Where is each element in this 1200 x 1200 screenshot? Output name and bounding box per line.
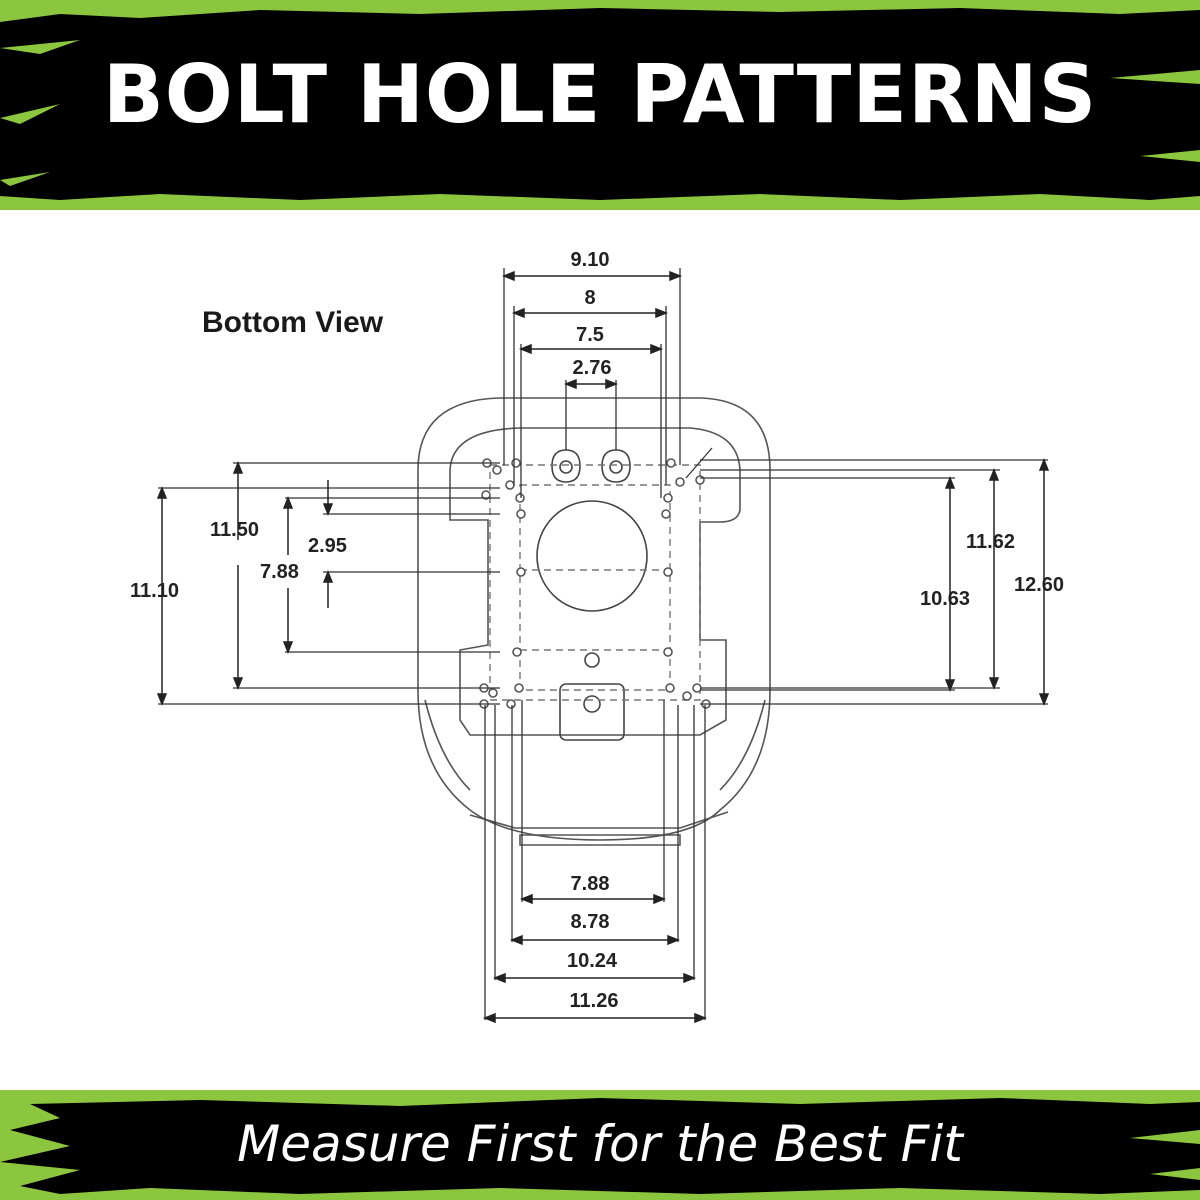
dim-top-8: 8 <box>584 287 595 309</box>
seat-outline <box>417 397 771 846</box>
dim-left-2-95: 2.95 <box>308 535 347 557</box>
dim-left-11-50: 11.50 <box>210 519 259 541</box>
mounting-frame <box>489 464 701 701</box>
dim-bottom-11-26: 11.26 <box>570 990 619 1012</box>
header-banner: BOLT HOLE PATTERNS <box>0 0 1200 210</box>
page-title: BOLT HOLE PATTERNS <box>102 48 1098 141</box>
dim-top-9-10: 9.10 <box>571 249 610 271</box>
view-label: Bottom View <box>202 306 384 339</box>
dim-right-11-62: 11.62 <box>966 531 1015 553</box>
dim-top-7-5: 7.5 <box>576 324 604 346</box>
dimension-lines <box>156 270 1050 1024</box>
seat-features <box>536 449 648 741</box>
dim-bottom-8-78: 8.78 <box>571 911 610 933</box>
bolt-holes <box>479 458 711 709</box>
dim-bottom-7-88: 7.88 <box>571 873 610 895</box>
footer-brush-shape <box>0 1098 1200 1194</box>
dim-top-2-76: 2.76 <box>573 357 612 379</box>
dim-bottom-10-24: 10.24 <box>567 950 618 972</box>
dim-right-12-60: 12.60 <box>1014 574 1064 596</box>
dim-left-7-88: 7.88 <box>260 561 299 583</box>
footer-brush-stroke <box>0 1090 1200 1200</box>
header-brush-stroke <box>0 0 1200 210</box>
footer-tagline: Measure First for the Best Fit <box>237 1115 963 1173</box>
dim-left-11-10: 11.10 <box>130 580 179 602</box>
dim-right-10-63: 10.63 <box>920 588 970 610</box>
footer-banner: Measure First for the Best Fit <box>0 1090 1200 1200</box>
header-brush-shape <box>0 8 1200 200</box>
